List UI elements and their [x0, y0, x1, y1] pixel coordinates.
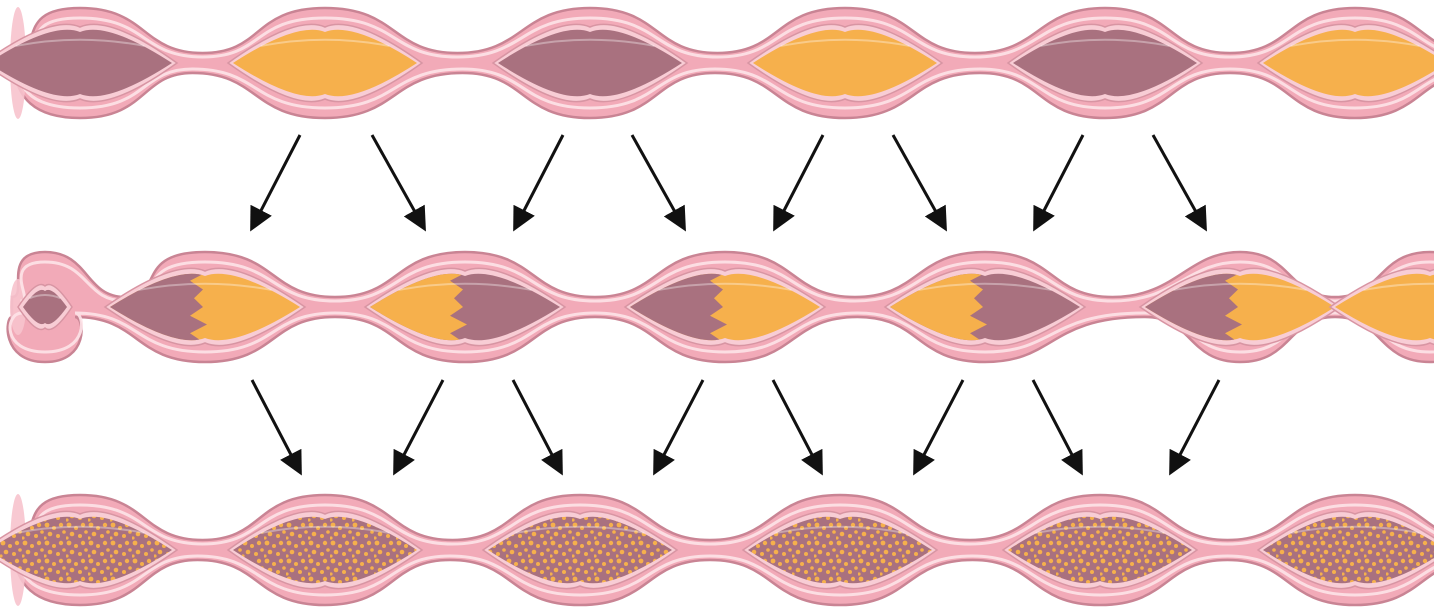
- arrow-2-5: [773, 380, 821, 472]
- arrow-2-4: [655, 380, 703, 472]
- arrow-2-3: [513, 380, 561, 472]
- arrow-2-1: [252, 380, 300, 472]
- arrow-2-6: [915, 380, 963, 472]
- arrow-1-1: [252, 135, 300, 228]
- arrow-row-2: [252, 380, 1219, 472]
- row-2-segment-7: [1330, 266, 1434, 348]
- arrow-1-7: [1035, 135, 1083, 228]
- arrow-2-8: [1171, 380, 1219, 472]
- arrow-2-2: [395, 380, 443, 472]
- arrow-2-7: [1033, 380, 1081, 472]
- arrow-1-3: [515, 135, 563, 228]
- arrow-1-4: [632, 135, 684, 228]
- arrow-1-8: [1153, 135, 1205, 228]
- arrow-row-1: [252, 135, 1205, 228]
- arrow-1-2: [372, 135, 424, 228]
- tube-row-2: [8, 252, 1434, 362]
- row-2-segment-6: [1140, 266, 1340, 348]
- arrow-1-6: [893, 135, 945, 228]
- tube-row-3: [0, 494, 1434, 606]
- arrow-1-5: [775, 135, 823, 228]
- tube-row-1: [0, 7, 1434, 119]
